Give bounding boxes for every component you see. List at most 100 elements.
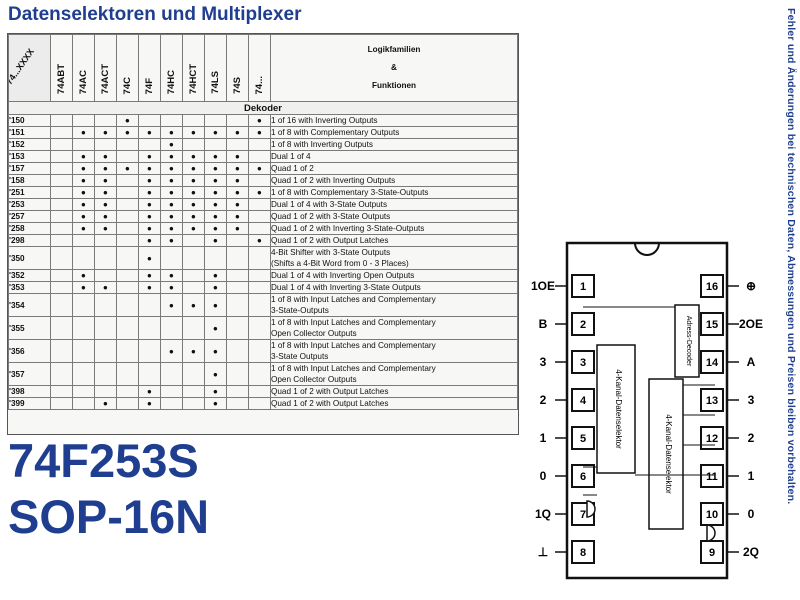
availability-cell: ● bbox=[226, 198, 249, 211]
availability-cell bbox=[94, 138, 117, 151]
function-header-line: & bbox=[391, 63, 397, 72]
corner-header: 74...XXXX bbox=[8, 34, 51, 102]
availability-dot-icon: ● bbox=[257, 236, 262, 245]
pin-number-left: 8 bbox=[580, 547, 586, 559]
pin-number-left: 3 bbox=[580, 357, 586, 369]
package-type: SOP-16N bbox=[8, 490, 210, 543]
pin-label-left: ⊥ bbox=[538, 545, 548, 559]
availability-dot-icon: ● bbox=[235, 152, 240, 161]
availability-cell bbox=[182, 269, 205, 282]
function-cell: 4-Bit Shifter with 3-State Outputs(Shift… bbox=[270, 246, 518, 270]
availability-cell bbox=[72, 339, 95, 363]
availability-cell bbox=[50, 198, 73, 211]
pin-number-left: 4 bbox=[580, 395, 587, 407]
availability-cell bbox=[116, 198, 139, 211]
pin-label-right: 0 bbox=[748, 507, 755, 521]
availability-cell bbox=[72, 293, 95, 317]
availability-dot-icon: ● bbox=[257, 188, 262, 197]
availability-cell bbox=[182, 362, 205, 386]
availability-cell: ● bbox=[204, 210, 227, 223]
part-code-cell: '257 bbox=[8, 210, 51, 223]
pin-box-right bbox=[700, 388, 724, 412]
availability-dot-icon: ● bbox=[169, 212, 174, 221]
family-header: 74AC bbox=[72, 34, 95, 102]
function-text: 1 of 8 with Input Latches and Complement… bbox=[271, 318, 436, 327]
availability-cell: ● bbox=[182, 198, 205, 211]
availability-dot-icon: ● bbox=[213, 387, 218, 396]
availability-dot-icon: ● bbox=[213, 188, 218, 197]
pin-number-left: 5 bbox=[580, 433, 586, 445]
part-code-cell: '398 bbox=[8, 385, 51, 398]
availability-cell bbox=[50, 362, 73, 386]
function-text: Quad 1 of 2 bbox=[271, 164, 314, 173]
availability-cell: ● bbox=[138, 269, 161, 282]
availability-cell: ● bbox=[160, 126, 183, 139]
availability-cell bbox=[248, 293, 271, 317]
address-decoder-block bbox=[674, 304, 700, 378]
availability-cell bbox=[182, 246, 205, 270]
availability-cell bbox=[94, 316, 117, 340]
availability-dot-icon: ● bbox=[147, 164, 152, 173]
function-text: Quad 1 of 2 with Inverting 3-State-Outpu… bbox=[271, 224, 425, 233]
availability-cell bbox=[94, 362, 117, 386]
availability-cell: ● bbox=[72, 281, 95, 294]
availability-dot-icon: ● bbox=[147, 152, 152, 161]
function-text: 1 of 8 with Input Latches and Complement… bbox=[271, 341, 436, 350]
pin-box-right bbox=[700, 502, 724, 526]
availability-cell: ● bbox=[226, 150, 249, 163]
availability-dot-icon: ● bbox=[191, 200, 196, 209]
availability-dot-icon: ● bbox=[147, 253, 152, 263]
part-code-cell: '258 bbox=[8, 222, 51, 235]
availability-cell: ● bbox=[72, 150, 95, 163]
availability-cell: ● bbox=[72, 186, 95, 199]
availability-cell: ● bbox=[94, 210, 117, 223]
availability-cell: ● bbox=[204, 222, 227, 235]
availability-cell: ● bbox=[226, 162, 249, 175]
availability-cell bbox=[72, 114, 95, 127]
availability-cell bbox=[50, 316, 73, 340]
function-text: 1 of 8 with Input Latches and Complement… bbox=[271, 364, 436, 373]
ic-outline bbox=[565, 241, 729, 580]
availability-cell bbox=[204, 114, 227, 127]
availability-dot-icon: ● bbox=[103, 212, 108, 221]
pin-label-left: 1OE bbox=[531, 279, 555, 293]
availability-dot-icon: ● bbox=[169, 164, 174, 173]
availability-dot-icon: ● bbox=[169, 152, 174, 161]
availability-cell: ● bbox=[138, 198, 161, 211]
availability-dot-icon: ● bbox=[213, 399, 218, 408]
pin-label-left: B bbox=[539, 317, 548, 331]
availability-cell: ● bbox=[204, 186, 227, 199]
availability-dot-icon: ● bbox=[169, 346, 174, 356]
availability-cell bbox=[50, 339, 73, 363]
availability-dot-icon: ● bbox=[213, 152, 218, 161]
availability-cell bbox=[50, 234, 73, 247]
function-text-line2: 3-State-Outputs bbox=[271, 306, 329, 315]
part-code-cell: '352 bbox=[8, 269, 51, 282]
availability-dot-icon: ● bbox=[169, 128, 174, 137]
availability-cell bbox=[50, 222, 73, 235]
family-header: 74ABT bbox=[50, 34, 73, 102]
availability-cell: ● bbox=[182, 186, 205, 199]
pin-number-right: 14 bbox=[706, 357, 719, 369]
pin-label-left: 1Q bbox=[535, 507, 551, 521]
availability-dot-icon: ● bbox=[213, 164, 218, 173]
pin-label-right: A bbox=[747, 355, 756, 369]
part-code-cell: '399 bbox=[8, 397, 51, 410]
availability-dot-icon: ● bbox=[169, 200, 174, 209]
table-row: '153●●●●●●●Dual 1 of 4 bbox=[8, 150, 518, 163]
availability-cell: ● bbox=[160, 174, 183, 187]
availability-cell bbox=[72, 397, 95, 410]
availability-cell: ● bbox=[94, 174, 117, 187]
function-text: Quad 1 of 2 with Inverting Outputs bbox=[271, 176, 396, 185]
table-header-row: 74...XXXX 74ABT 74AC 74ACT 74C 74F 74HC … bbox=[8, 34, 518, 102]
part-code-cell: '355 bbox=[8, 316, 51, 340]
availability-dot-icon: ● bbox=[147, 271, 152, 280]
availability-cell: ● bbox=[182, 210, 205, 223]
availability-dot-icon: ● bbox=[147, 176, 152, 185]
availability-cell: ● bbox=[160, 281, 183, 294]
availability-cell bbox=[248, 339, 271, 363]
function-cell: 1 of 8 with Inverting Outputs bbox=[270, 138, 518, 151]
availability-cell: ● bbox=[204, 316, 227, 340]
